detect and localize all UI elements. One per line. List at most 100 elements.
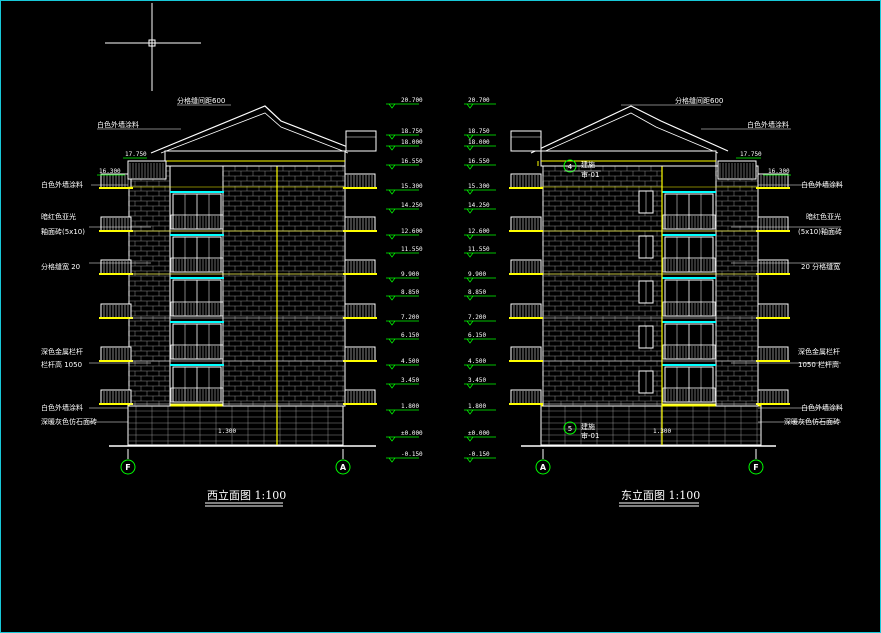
west-elevation-16: -0.150: [401, 451, 423, 458]
svg-text:A: A: [540, 463, 547, 472]
east-elevation-5: 14.250: [468, 202, 490, 209]
east-elevation-16: -0.150: [468, 451, 490, 458]
east-axis-left: A: [535, 449, 551, 475]
west-parapet: [164, 150, 346, 167]
west-elevation-3: 16.550: [401, 158, 423, 165]
west-right-balconies-level-3: [343, 259, 377, 275]
east-annotation-4: (5x10)釉面砖: [798, 227, 842, 236]
east-roof-outline: [530, 105, 729, 154]
east-right-balconies-level-0: [756, 389, 790, 405]
east-elevation-12: 4.500: [468, 358, 486, 365]
east-right-balconies-level-4: [756, 216, 790, 232]
east-left-balconies-level-4: [509, 216, 543, 232]
east-right-balconies-level-2: [756, 303, 790, 319]
east-window-column: [662, 191, 716, 403]
east-annotation-1: 白色外墙涂料: [747, 120, 789, 129]
west-elevation-10: 7.200: [401, 314, 419, 321]
west-elevation-15: ±0.000: [401, 430, 423, 437]
west-elevation-12: 4.500: [401, 358, 419, 365]
west-elevation-14: 1.800: [401, 403, 419, 410]
east-detail-top-num: 4: [568, 163, 573, 171]
east-elevation-2: 18.000: [468, 139, 490, 146]
east-detail-bubble-bottom: [563, 421, 577, 435]
west-brick-wall-a: [128, 165, 171, 407]
west-right-balconies-level-5: [343, 173, 377, 189]
west-roof-inner: [160, 112, 349, 154]
east-elevation-9: 8.850: [468, 289, 486, 296]
east-left-balconies: [509, 173, 543, 405]
east-elevation-4: 15.300: [468, 183, 490, 190]
west-top-balcony: [127, 160, 167, 180]
east-left-balconies-level-0: [509, 389, 543, 405]
west-roof-outline: [150, 105, 359, 154]
east-right-balconies-level-3: [756, 259, 790, 275]
west-left-balconies-level-2: [99, 303, 133, 319]
east-detail-bubble-top: [563, 159, 577, 173]
west-left-balconies: [99, 173, 133, 405]
west-annotation-8: 白色外墙涂料: [41, 403, 83, 412]
east-roof-inner: [540, 112, 719, 154]
east-elevation-8: 9.900: [468, 271, 486, 278]
east-elevation-15: ±0.000: [468, 430, 490, 437]
west-elevation-6: 12.600: [401, 228, 423, 235]
west-annotation-1: 白色外墙涂料: [97, 120, 139, 129]
west-annotation-6: 深色金属栏杆: [41, 347, 83, 356]
east-elevation-1: 18.750: [468, 128, 490, 135]
west-roof-box: [345, 130, 377, 152]
west-right-balconies-level-4: [343, 216, 377, 232]
west-elevation-title: 西立面图 1:100: [207, 488, 286, 502]
east-annotation-6: 深色金属栏杆: [798, 347, 840, 356]
east-base-label: 1.300: [653, 428, 671, 435]
east-elevation-0: 20.700: [468, 97, 490, 104]
svg-text:A: A: [340, 463, 347, 472]
west-annotation-0: 分格缝间距600: [177, 96, 225, 105]
west-axis-left: F: [120, 449, 136, 475]
east-elevation-6: 12.600: [468, 228, 490, 235]
east-right-balconies-level-1: [756, 346, 790, 362]
east-detail-bot-ref: 审-01: [581, 431, 599, 440]
east-left-balconies-level-3: [509, 259, 543, 275]
west-axis-right: A: [335, 449, 351, 475]
west-left-balconies-level-5: [99, 173, 133, 189]
west-elevation-2: 18.000: [401, 139, 423, 146]
west-left-balconies-level-3: [99, 259, 133, 275]
east-annotation-8: 白色外墙涂料: [801, 403, 843, 412]
west-left-balconies-level-1: [99, 346, 133, 362]
west-left-balconies-level-0: [99, 389, 133, 405]
east-elevation-10: 7.200: [468, 314, 486, 321]
west-elevation-8: 9.900: [401, 271, 419, 278]
west-brick-wall-b: [222, 165, 346, 407]
west-annotation-4: 釉面砖(5x10): [41, 227, 85, 236]
east-detail-top-label: 建施: [581, 160, 595, 169]
east-detail-bot-label: 建施: [581, 422, 595, 431]
west-annotation-9: 深暖灰色仿石面砖: [41, 417, 97, 426]
east-detail-top-ref: 审-01: [581, 170, 599, 179]
east-top-balcony: [717, 160, 757, 180]
east-annotation-0: 分格缝间距600: [675, 96, 723, 105]
east-elevation-7: 11.550: [468, 246, 490, 253]
west-stone-base: [127, 404, 344, 446]
east-elevation-13: 3.450: [468, 377, 486, 384]
east-parapet: [540, 150, 717, 167]
west-elevation-7: 11.550: [401, 246, 423, 253]
west-left-mark: 16.300: [99, 168, 121, 175]
west-base-label: 1.300: [218, 428, 236, 435]
west-annotation-5: 分格缝宽 20: [41, 262, 80, 271]
west-annotation-2: 白色外墙涂料: [41, 180, 83, 189]
west-right-balconies-level-0: [343, 389, 377, 405]
svg-text:F: F: [125, 463, 130, 472]
west-elevation-4: 15.300: [401, 183, 423, 190]
east-elevation-14: 1.800: [468, 403, 486, 410]
west-elevation-1: 18.750: [401, 128, 423, 135]
east-left-balconies-level-2: [509, 303, 543, 319]
west-left-mark-top: 17.750: [125, 151, 147, 158]
east-elevation-title: 东立面图 1:100: [621, 488, 700, 502]
east-left-balconies-level-1: [509, 346, 543, 362]
east-elevation-11: 6.150: [468, 332, 486, 339]
east-annotation-3: 暗红色亚光: [806, 212, 841, 221]
east-left-balconies-level-5: [509, 173, 543, 189]
west-annotation-7: 栏杆高 1050: [41, 360, 82, 369]
east-annotation-2: 白色外墙涂料: [801, 180, 843, 189]
